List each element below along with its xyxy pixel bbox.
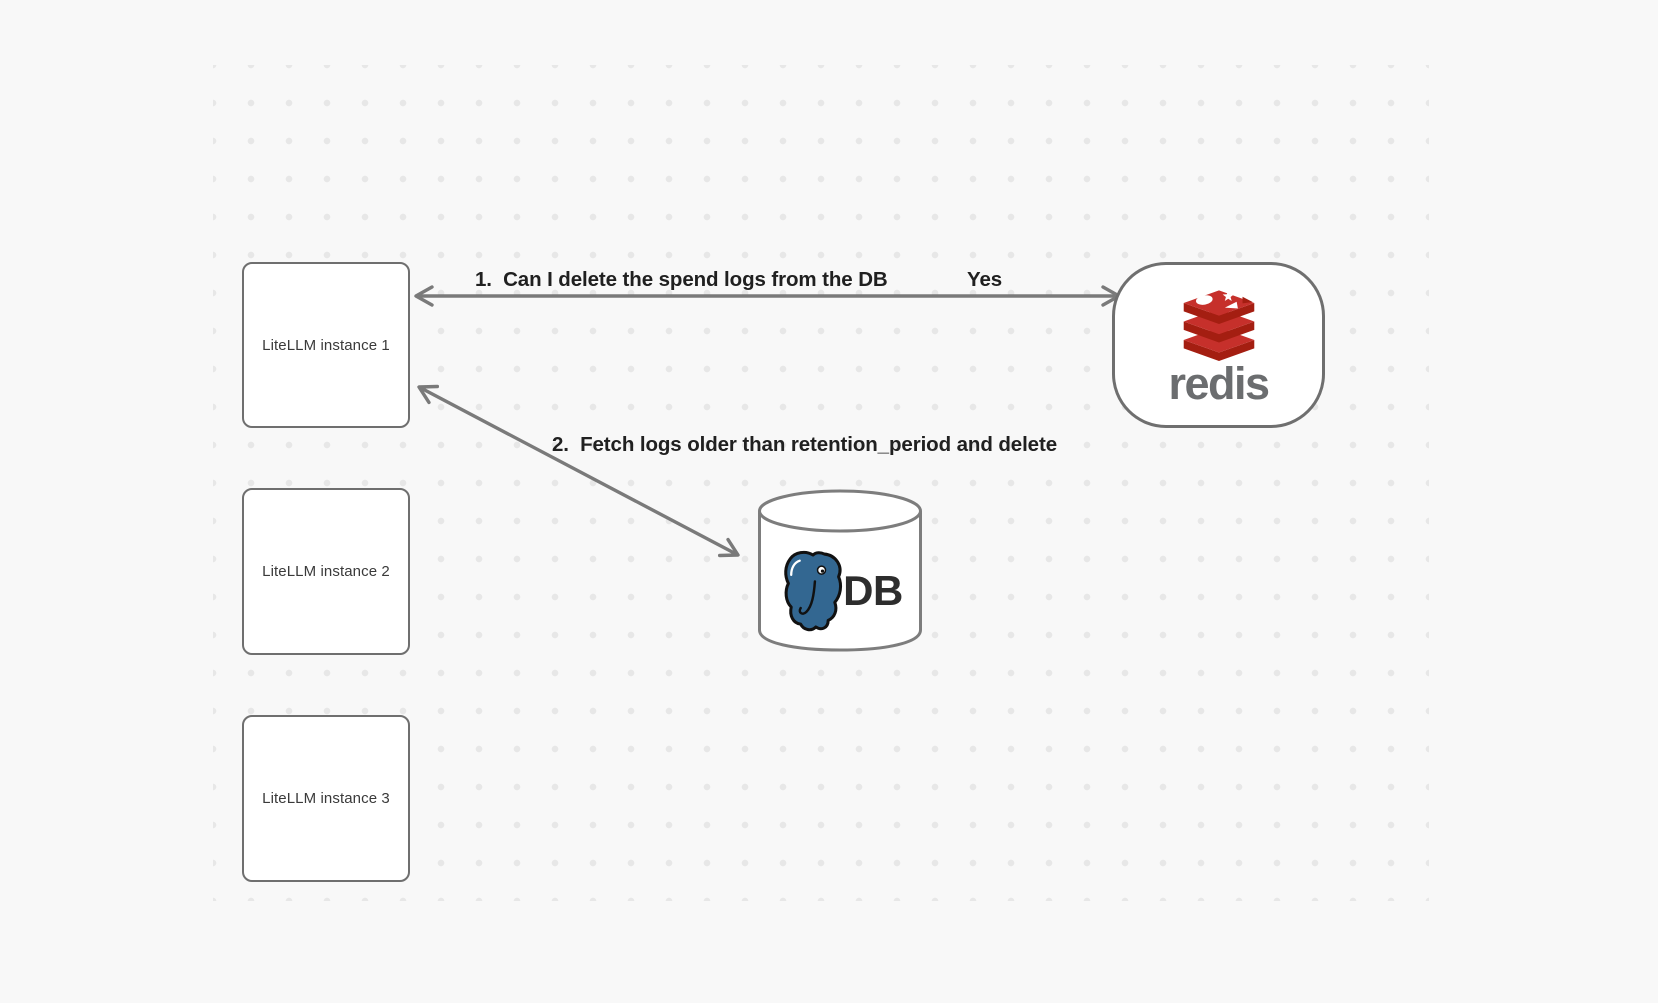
node-label: LiteLLM instance 2 xyxy=(262,563,390,580)
edge1-reply-label[interactable]: Yes xyxy=(967,268,1003,291)
node-litellm-instance-1[interactable]: LiteLLM instance 1 xyxy=(242,262,410,428)
node-label: LiteLLM instance 3 xyxy=(262,790,390,807)
arrow-instance1-db[interactable] xyxy=(417,384,740,558)
redis-wordmark: redis xyxy=(1168,357,1270,409)
db-content: DB xyxy=(765,541,915,641)
node-postgres-db[interactable]: DB xyxy=(757,489,923,653)
dot-grid-background xyxy=(213,65,1429,901)
node-redis[interactable]: redis xyxy=(1112,262,1325,428)
node-litellm-instance-3[interactable]: LiteLLM instance 3 xyxy=(242,715,410,882)
node-label: LiteLLM instance 1 xyxy=(262,336,390,354)
edge1-label[interactable]: 1. Can I delete the spend logs from the … xyxy=(475,268,888,291)
node-litellm-instance-2[interactable]: LiteLLM instance 2 xyxy=(242,488,410,655)
redis-logo-icon xyxy=(1183,290,1254,361)
edge2-label[interactable]: 2. Fetch logs older than retention_perio… xyxy=(552,433,1057,456)
postgresql-elephant-icon xyxy=(784,550,843,632)
db-label: DB xyxy=(843,567,903,614)
